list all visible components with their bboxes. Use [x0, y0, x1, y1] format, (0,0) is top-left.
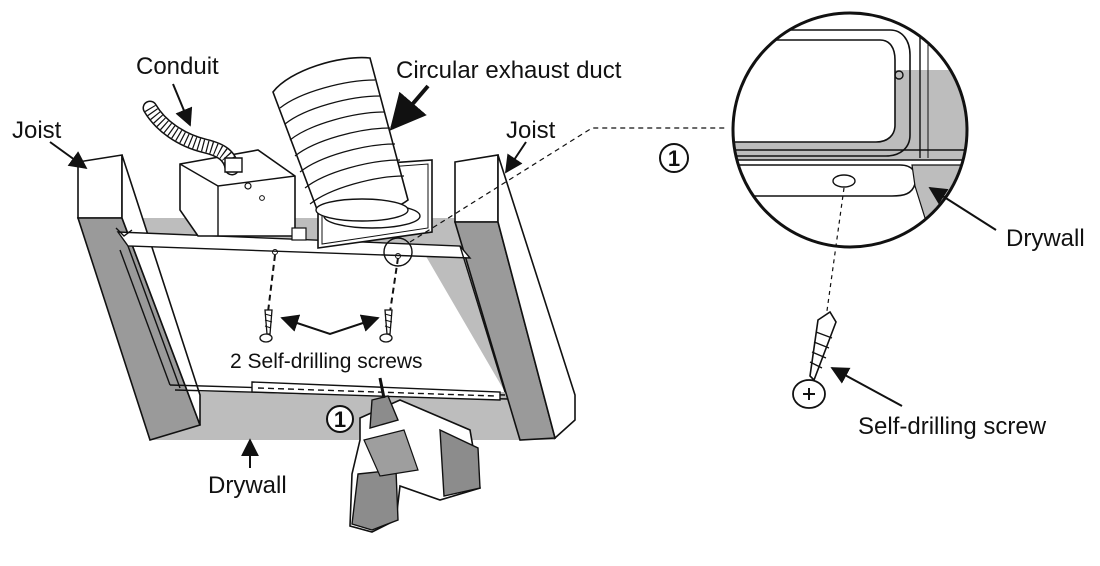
joist-right-leader: [505, 141, 527, 174]
fan-housing-frame: [115, 227, 509, 401]
label-drywall-detail: Drywall: [1006, 225, 1085, 252]
screw-left: [259, 309, 273, 343]
duct-leader: [389, 84, 430, 131]
label-drywall-main: Drywall: [208, 472, 287, 499]
label-conduit: Conduit: [136, 53, 219, 80]
zoom-circle-outline: [731, 11, 969, 249]
screws-arrow: [280, 314, 380, 336]
circular-exhaust-duct: [272, 56, 409, 222]
step-badge-detail: 1: [659, 143, 689, 173]
joist-left-leader: [49, 141, 88, 170]
detail-zoom: 1 Drywall Self-drilling screw: [659, 11, 1085, 440]
label-joist-right: Joist: [506, 117, 556, 144]
step-number-main: 1: [334, 407, 346, 432]
label-screw-detail: Self-drilling screw: [858, 413, 1047, 440]
label-exhaust-duct: Circular exhaust duct: [396, 57, 622, 84]
drywall-detail-leader: [928, 187, 997, 231]
screw-hole-left: [272, 249, 278, 255]
conduit-leader: [172, 83, 193, 127]
screw-detail-leader: [830, 367, 903, 407]
power-drill-icon: [349, 377, 481, 533]
label-screws: 2 Self-drilling screws: [230, 350, 423, 373]
step-number-detail: 1: [668, 146, 680, 171]
joist-right: [453, 154, 576, 441]
main-illustration: 1 Joist Conduit Circular exhaust duct Jo…: [12, 53, 622, 533]
detail-screw-guide: [825, 187, 845, 319]
label-joist-left: Joist: [12, 117, 62, 144]
screw-guide-left: [267, 254, 276, 313]
detail-screw-icon: [792, 310, 837, 409]
junction-box: [179, 149, 307, 241]
screw-right: [379, 309, 393, 343]
conduit: [142, 100, 243, 176]
screw-guide-right: [389, 257, 399, 313]
step-badge-main: 1: [326, 405, 354, 433]
detail-callout-circle: [383, 237, 413, 267]
